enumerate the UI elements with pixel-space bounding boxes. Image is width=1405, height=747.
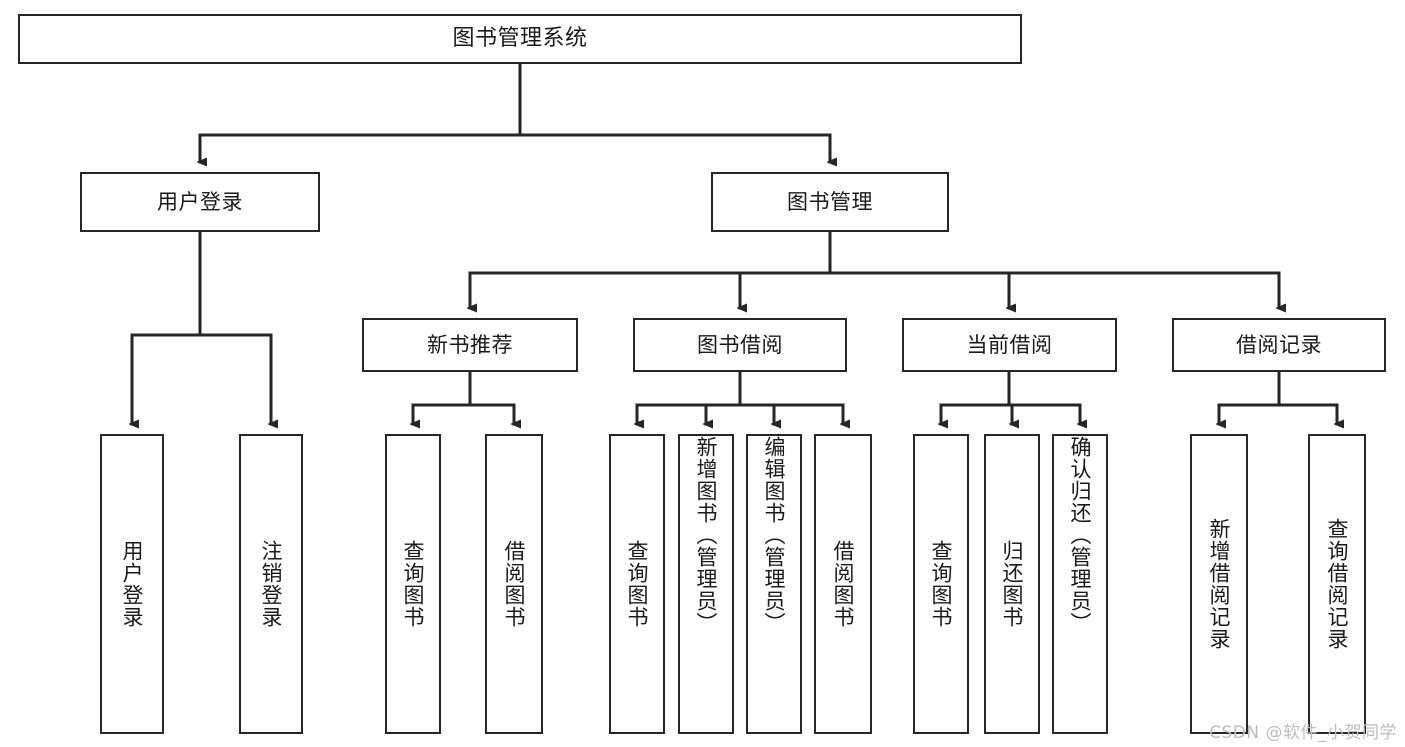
node-book-borrow[interactable]: 图书借阅: [633, 318, 847, 372]
node-user-login[interactable]: 用户登录: [80, 172, 320, 232]
leaf-query-book-current-label: 查询图书: [929, 540, 954, 628]
leaf-borrow-book-recommend[interactable]: 借阅图书: [485, 434, 543, 734]
leaf-user-login[interactable]: 用户登录: [100, 434, 164, 734]
leaf-user-login-label: 用户登录: [120, 540, 145, 628]
leaf-query-book-borrow-label: 查询图书: [625, 540, 650, 628]
node-current-borrow[interactable]: 当前借阅: [902, 318, 1117, 372]
leaf-query-book-current[interactable]: 查询图书: [913, 434, 969, 734]
leaf-logout[interactable]: 注销登录: [239, 434, 303, 734]
leaf-borrow-book-label: 借阅图书: [831, 540, 856, 628]
leaf-query-borrow-record[interactable]: 查询借阅记录: [1308, 434, 1366, 734]
leaf-query-borrow-record-label: 查询借阅记录: [1325, 518, 1350, 650]
leaf-borrow-book[interactable]: 借阅图书: [814, 434, 872, 734]
watermark: CSDN @软件_小贺同学: [1209, 723, 1397, 743]
leaf-add-book-admin-label: 新增图书（管理员）: [694, 436, 719, 634]
node-user-login-label: 用户登录: [157, 189, 243, 214]
leaf-edit-book-admin-label: 编辑图书（管理员）: [762, 436, 787, 634]
node-new-book-recommend[interactable]: 新书推荐: [362, 318, 578, 372]
leaf-edit-book-admin[interactable]: 编辑图书（管理员）: [746, 434, 802, 734]
node-book-borrow-label: 图书借阅: [697, 332, 783, 357]
node-current-borrow-label: 当前借阅: [966, 332, 1053, 357]
leaf-return-book[interactable]: 归还图书: [984, 434, 1040, 734]
node-root[interactable]: 图书管理系统: [18, 14, 1022, 64]
leaf-add-borrow-record[interactable]: 新增借阅记录: [1190, 434, 1248, 734]
node-borrow-record[interactable]: 借阅记录: [1172, 318, 1386, 372]
leaf-confirm-return-admin[interactable]: 确认归还（管理员）: [1052, 434, 1108, 734]
leaf-logout-label: 注销登录: [259, 540, 284, 628]
node-root-label: 图书管理系统: [452, 26, 588, 52]
leaf-query-book-borrow[interactable]: 查询图书: [609, 434, 665, 734]
leaf-add-book-admin[interactable]: 新增图书（管理员）: [678, 434, 734, 734]
leaf-borrow-book-recommend-label: 借阅图书: [502, 540, 527, 628]
node-borrow-record-label: 借阅记录: [1236, 332, 1322, 357]
leaf-add-borrow-record-label: 新增借阅记录: [1207, 518, 1232, 650]
leaf-query-book-recommend-label: 查询图书: [401, 540, 426, 628]
leaf-confirm-return-admin-label: 确认归还（管理员）: [1068, 436, 1093, 634]
leaf-query-book-recommend[interactable]: 查询图书: [385, 434, 441, 734]
leaf-return-book-label: 归还图书: [1000, 540, 1025, 628]
node-book-management-label: 图书管理: [787, 189, 873, 214]
node-new-book-recommend-label: 新书推荐: [427, 332, 513, 357]
node-book-management[interactable]: 图书管理: [711, 172, 949, 232]
